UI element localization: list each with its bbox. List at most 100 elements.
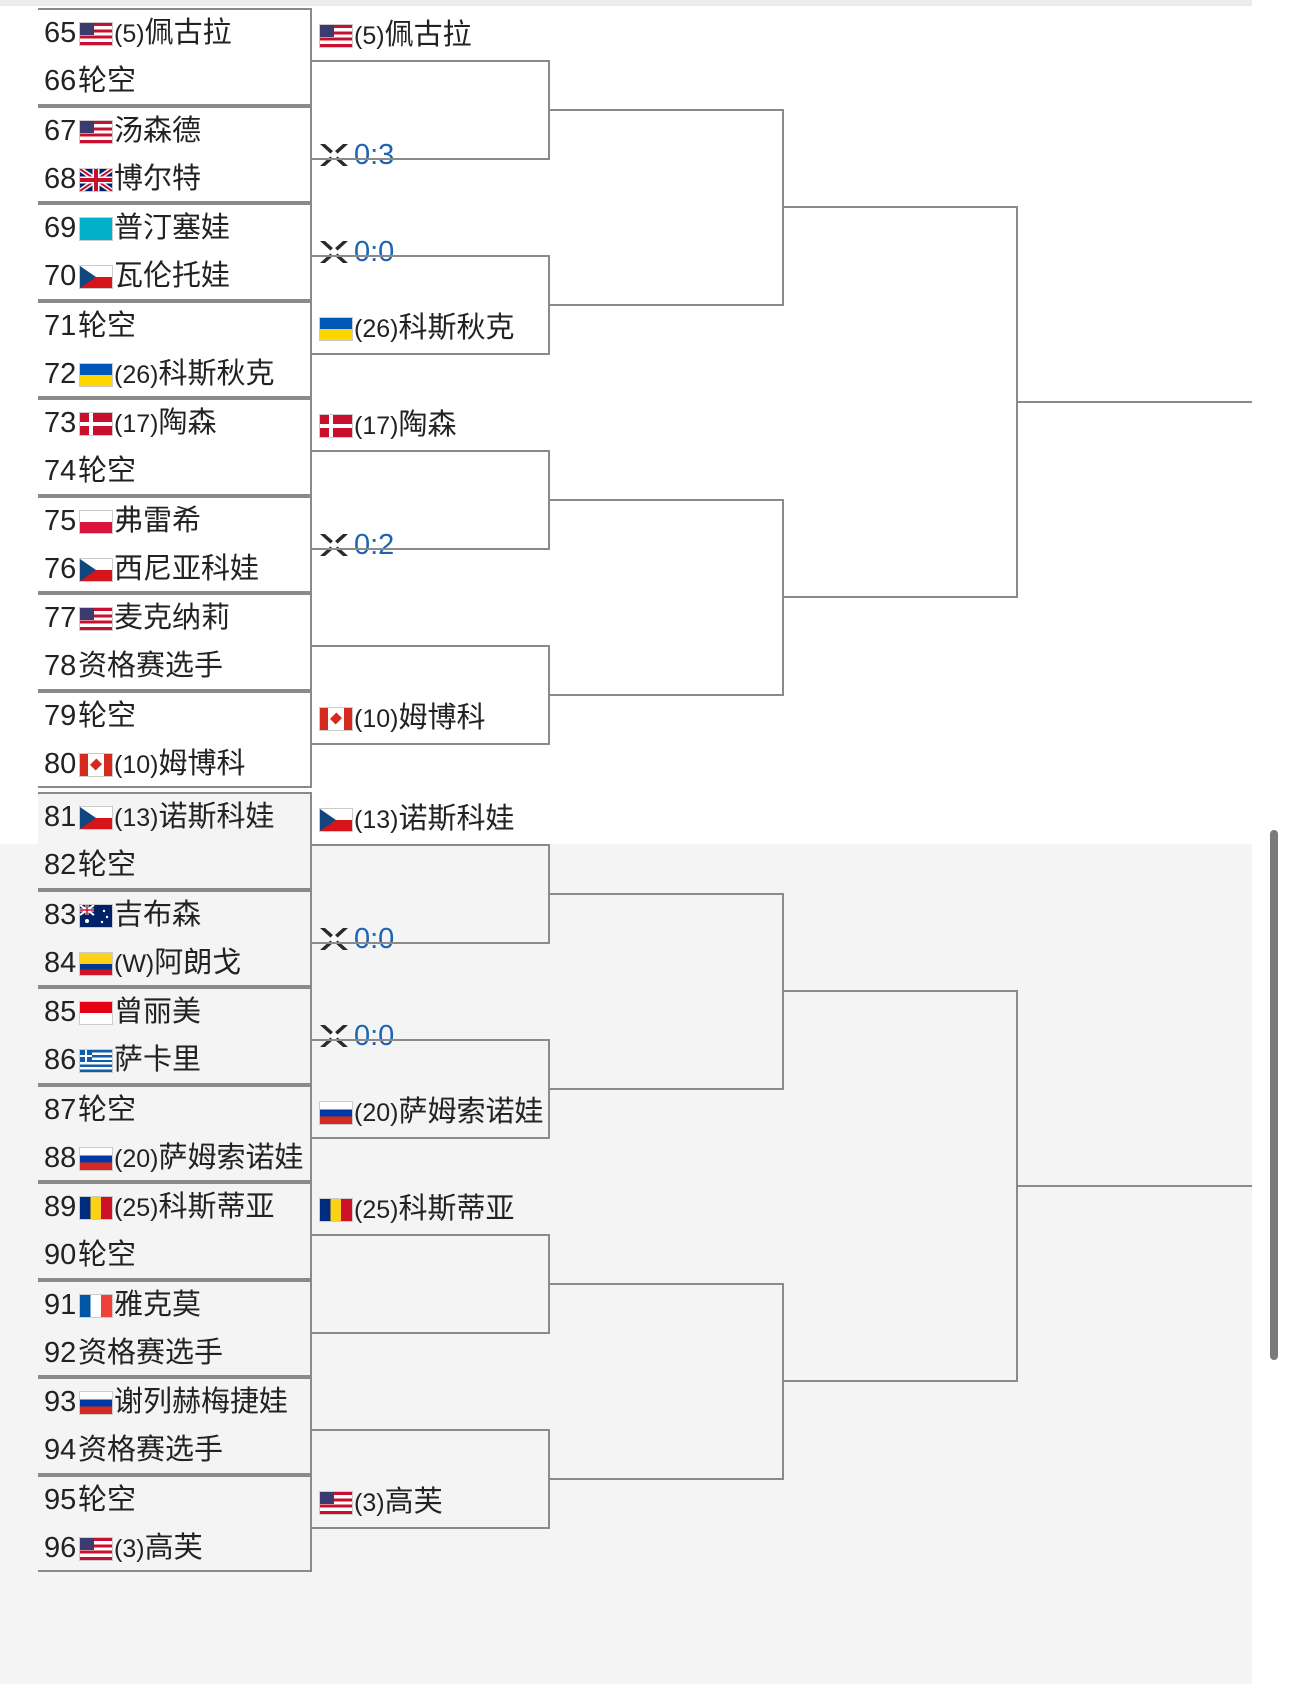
seed-label: (25)	[354, 1196, 399, 1224]
draw-slot[interactable]: 84(W)阿朗戈	[44, 936, 241, 988]
scrollbar[interactable]	[1270, 830, 1278, 1360]
player-name: 科斯秋克	[398, 309, 515, 344]
round2-player[interactable]: (20)萨姆索诺娃	[318, 1087, 543, 1135]
player-name: 佩古拉	[384, 17, 472, 51]
player-name: 西尼亚科娃	[114, 550, 260, 585]
draw-slot[interactable]: 82轮空	[44, 838, 136, 890]
pl-flag-icon	[80, 510, 112, 533]
round2-match-score[interactable]: 0:0	[318, 914, 394, 962]
match-score: 0:0	[354, 922, 395, 955]
draw-number: 92	[44, 1336, 77, 1369]
draw-slot[interactable]: 92资格赛选手	[44, 1326, 223, 1378]
draw-number: 74	[44, 455, 77, 487]
match-vs-icon	[320, 533, 348, 556]
draw-number: 65	[44, 17, 77, 49]
draw-slot[interactable]: 87轮空	[44, 1083, 136, 1135]
draw-slot[interactable]: 96(3)高芙	[44, 1521, 203, 1573]
draw-slot[interactable]: 73(17)陶森	[44, 396, 216, 448]
draw-number: 72	[44, 357, 77, 390]
round2-player[interactable]: (10)姆博科	[318, 693, 485, 741]
bracket-line	[312, 547, 550, 550]
match-score: 0:2	[354, 528, 395, 561]
draw-slot[interactable]: 65(5)佩古拉	[44, 6, 232, 58]
ca-flag-icon	[80, 753, 112, 776]
draw-slot[interactable]: 74轮空	[44, 444, 136, 496]
round2-match-score[interactable]: 0:0	[318, 1011, 394, 1059]
draw-slot[interactable]: 81(13)诺斯科娃	[44, 790, 274, 842]
player-name: 博尔特	[114, 160, 202, 195]
draw-slot[interactable]: 71轮空	[44, 299, 136, 351]
draw-slot[interactable]: 66轮空	[44, 54, 136, 106]
player-name: 姆博科	[398, 699, 486, 734]
seed-label: (10)	[354, 704, 399, 733]
player-name: 轮空	[78, 847, 137, 881]
draw-slot[interactable]: 89(25)科斯蒂亚	[44, 1180, 274, 1232]
draw-number: 93	[44, 1386, 77, 1418]
round2-player[interactable]: (5)佩古拉	[318, 10, 472, 58]
draw-slot[interactable]: 80(10)姆博科	[44, 737, 245, 789]
round2-match-score[interactable]: 0:0	[318, 227, 394, 275]
player-name: 雅克莫	[114, 1286, 202, 1321]
bracket-line	[782, 596, 1018, 599]
draw-slot[interactable]: 72(26)科斯秋克	[44, 347, 274, 399]
draw-slot[interactable]: 95轮空	[44, 1473, 136, 1525]
draw-slot[interactable]: 94资格赛选手	[44, 1423, 223, 1475]
round2-player[interactable]: (17)陶森	[318, 400, 456, 448]
match-vs-icon	[320, 241, 348, 263]
draw-number: 90	[44, 1239, 77, 1271]
player-name: 科斯蒂亚	[158, 1189, 275, 1223]
seed-label: (20)	[114, 1144, 159, 1173]
bracket-line	[782, 990, 1018, 993]
round2-match-score[interactable]: 0:2	[318, 520, 394, 568]
seed-label: (26)	[114, 360, 159, 389]
round2-player[interactable]: (13)诺斯科娃	[318, 794, 514, 842]
seed-label: (5)	[114, 20, 145, 48]
bracket-line	[312, 1331, 550, 1334]
draw-slot[interactable]: 79轮空	[44, 689, 136, 741]
round2-player[interactable]: (25)科斯蒂亚	[318, 1184, 514, 1232]
player-name: 科斯蒂亚	[398, 1191, 515, 1225]
bracket-line	[548, 693, 784, 696]
player-name: 姆博科	[158, 745, 246, 780]
round2-player[interactable]: (26)科斯秋克	[318, 303, 514, 351]
player-name: 轮空	[78, 63, 137, 97]
round2-match-score[interactable]: 0:3	[318, 130, 394, 178]
bracket-line	[312, 941, 550, 944]
draw-slot[interactable]: 78资格赛选手	[44, 639, 223, 691]
bracket-line	[1016, 1185, 1252, 1188]
player-name: 高芙	[144, 1529, 203, 1564]
draw-number: 85	[44, 996, 77, 1028]
draw-slot[interactable]: 90轮空	[44, 1228, 136, 1280]
bracket-line	[312, 1234, 550, 1236]
draw-slot[interactable]: 88(20)萨姆索诺娃	[44, 1131, 303, 1183]
round2-player[interactable]: (3)高芙	[318, 1477, 443, 1525]
